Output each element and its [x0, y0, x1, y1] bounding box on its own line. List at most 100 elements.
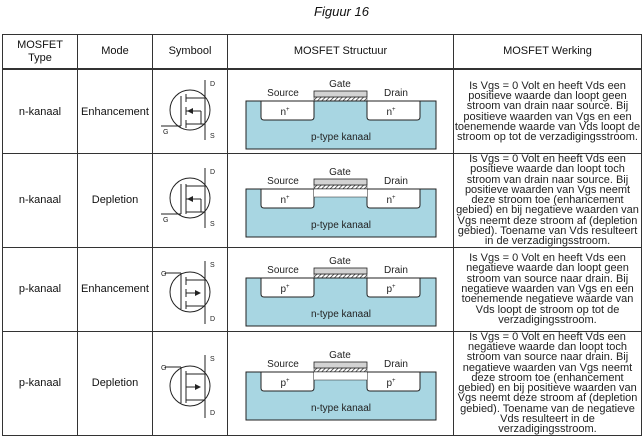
gate-label: Gate	[329, 79, 351, 90]
header-operation: MOSFET Werking	[453, 34, 642, 70]
gate-electrode	[313, 178, 368, 186]
drain-label: D	[210, 81, 215, 88]
depletion-channel	[314, 372, 367, 381]
operation-description: Is Vgs = 0 Volt en heeft Vds een negatie…	[453, 246, 642, 332]
header-mode: Mode	[77, 34, 153, 70]
symbol-cell: D S G	[152, 68, 228, 154]
source-well-label: p+	[280, 284, 290, 295]
operation-description: Is Vgs = 0 Volt en heeft Vds een positie…	[453, 68, 642, 154]
gate-oxide	[313, 96, 368, 101]
source-label: Source	[267, 265, 299, 276]
mode-cell: Enhancement	[77, 246, 153, 332]
source-label: Source	[267, 359, 299, 370]
mosfet-type: n-kanaal	[18, 194, 62, 207]
gate-label: Gate	[329, 350, 351, 361]
operation-description: Is Vgs = 0 Volt en heeft Vds een positie…	[453, 153, 642, 248]
drain-well-label: p+	[386, 378, 396, 389]
drain-well-label: n+	[386, 107, 396, 118]
arrow-icon	[187, 107, 193, 114]
mosfet-symbol-lines	[165, 261, 211, 325]
drain-well	[366, 188, 421, 209]
mosfet-symbol-lines	[165, 355, 211, 419]
gate-label: G	[161, 365, 166, 372]
source-label: S	[210, 262, 215, 269]
gate-label: G	[163, 129, 168, 136]
mosfet-type: n-kanaal	[18, 105, 62, 118]
gate-oxide	[313, 185, 368, 190]
symbol-circle	[169, 177, 211, 219]
source-well	[260, 371, 315, 392]
source-label: Source	[267, 176, 299, 187]
substrate-label: n-type kanaal	[311, 309, 371, 320]
source-well-label: n+	[280, 107, 290, 118]
source-well-label: n+	[280, 195, 290, 206]
mosfet-mode: Depletion	[91, 377, 139, 390]
mosfet-type-cell: n-kanaal	[2, 68, 78, 154]
drain-well	[366, 371, 421, 392]
gate-label: G	[161, 271, 166, 278]
mosfet-type: p-kanaal	[18, 377, 62, 390]
drain-well-label: p+	[386, 284, 396, 295]
p-channel-enhancement-mosfet-icon: S D G	[161, 261, 215, 325]
source-label: S	[210, 356, 215, 363]
symbol-circle	[169, 89, 211, 130]
mosfet-type-cell: n-kanaal	[2, 153, 78, 248]
mosfet-type-cell: p-kanaal	[2, 330, 78, 436]
drain-label: D	[210, 169, 215, 176]
mosfet-type-cell: p-kanaal	[2, 246, 78, 332]
mosfet-mode: Depletion	[91, 194, 139, 207]
operation-description: Is Vgs = 0 Volt en heeft Vds een negatie…	[453, 330, 642, 436]
substrate-label: p-type kanaal	[311, 132, 371, 143]
source-well-label: p+	[280, 378, 290, 389]
header-row: MOSFET Type Mode Symbool MOSFET Structuu…	[2, 34, 642, 70]
gate-electrode	[313, 90, 368, 97]
mosfet-mode: Enhancement	[81, 283, 149, 296]
mosfet-symbol-lines	[161, 79, 211, 140]
drain-label: D	[210, 316, 215, 323]
symbol-circle	[169, 365, 211, 407]
drain-label: Drain	[384, 359, 408, 370]
substrate-label: p-type kanaal	[311, 220, 371, 231]
arrow-icon	[187, 196, 193, 203]
gate-label: Gate	[329, 256, 351, 267]
drain-label: Drain	[384, 88, 408, 99]
substrate-label: n-type kanaal	[311, 403, 371, 414]
figure-title: Figuur 16	[314, 4, 369, 19]
drain-well	[366, 277, 421, 298]
drain-well	[366, 100, 421, 120]
arrow-icon	[195, 290, 201, 297]
header-symbol: Symbool	[152, 34, 228, 70]
gate-electrode	[313, 361, 368, 369]
n-channel-depletion-mosfet-icon: DSG	[161, 168, 215, 229]
source-well	[260, 188, 315, 209]
drain-well-label: n+	[386, 195, 396, 206]
header-type: MOSFET Type	[2, 34, 78, 70]
drain-label: Drain	[384, 176, 408, 187]
gate-oxide	[313, 273, 368, 279]
mode-cell: Depletion	[77, 153, 153, 248]
p-channel-depletion-mosfet-icon: S D G	[161, 355, 215, 419]
gate-oxide	[313, 367, 368, 373]
symbol-cell: S D G	[152, 330, 228, 436]
mosfet-table: MOSFET Type Mode Symbool MOSFET Structuu…	[2, 34, 642, 436]
arrow-icon	[195, 384, 201, 391]
source-label: S	[210, 133, 215, 140]
gate-label: G	[163, 217, 168, 224]
n-channel-enhancement-mosfet-icon: D S G	[161, 79, 215, 140]
gate-label: Gate	[329, 167, 351, 178]
header-structure: MOSFET Structuur	[227, 34, 454, 70]
symbol-cell: S D G	[152, 246, 228, 332]
source-label: Source	[267, 88, 299, 99]
mosfet-mode: Enhancement	[81, 105, 149, 118]
drain-label: D	[210, 410, 215, 417]
